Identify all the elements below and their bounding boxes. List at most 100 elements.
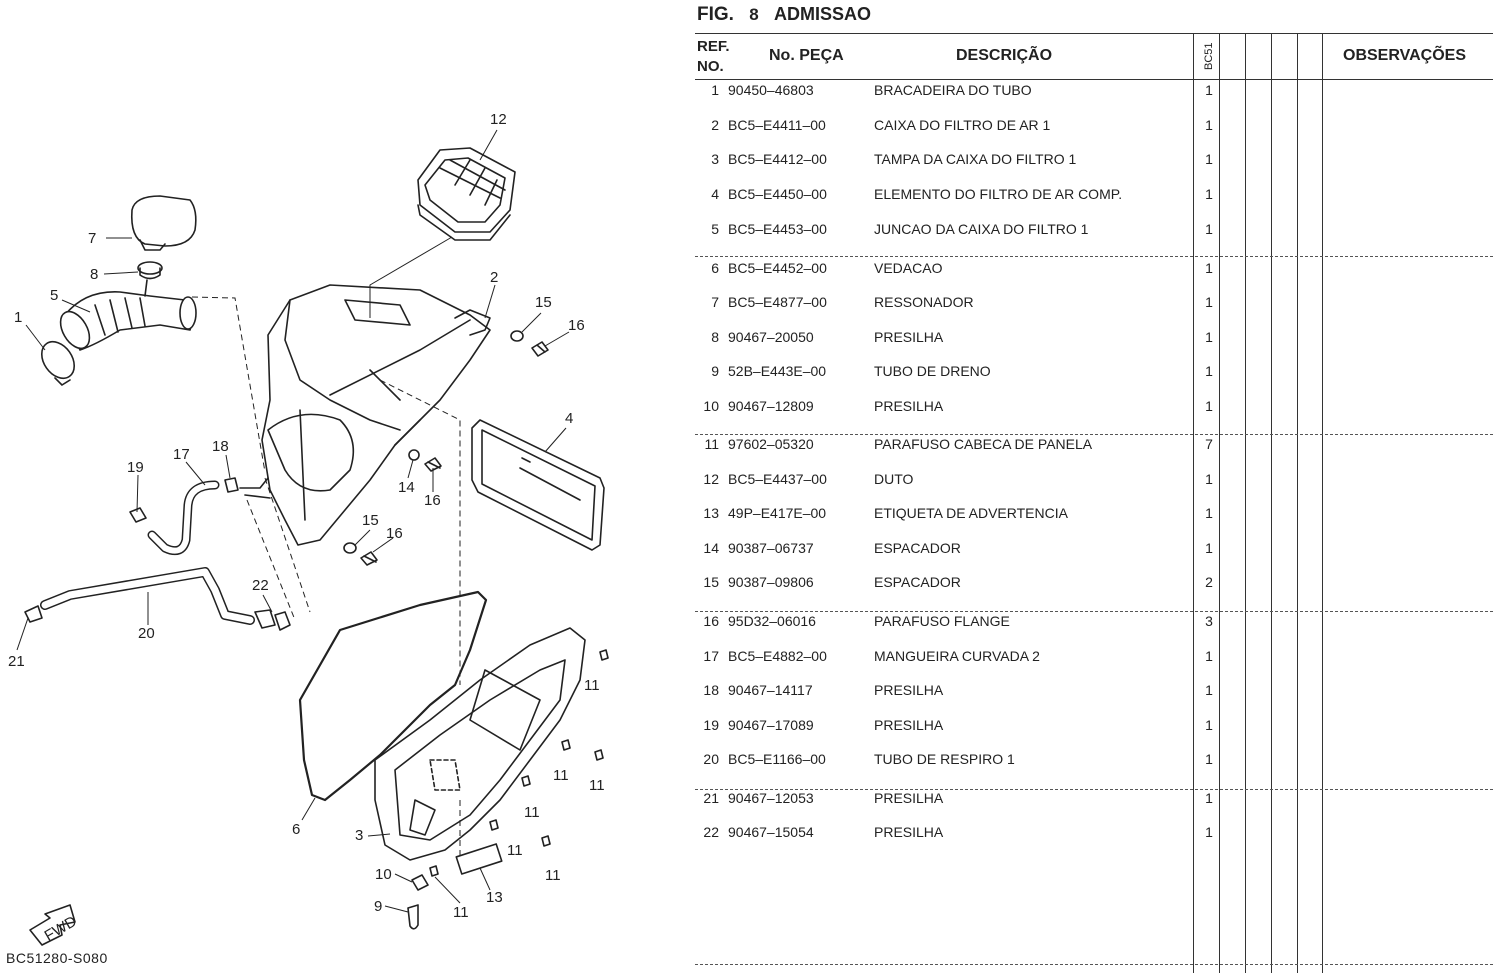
- ref-cell: 15: [703, 574, 719, 590]
- airbox-part: [261, 284, 491, 546]
- table-header-rule: [695, 79, 1493, 80]
- figure-number: 8: [749, 5, 759, 24]
- filter-element-part: [471, 419, 605, 551]
- quantity-cell: 1: [1205, 471, 1213, 487]
- part-number-cell: 90387–09806: [728, 574, 814, 590]
- callout-8: 8: [90, 266, 98, 283]
- callout-12: 12: [490, 111, 507, 128]
- filter-cover-part: [374, 627, 586, 861]
- description-cell: CAIXA DO FILTRO DE AR 1: [874, 117, 1051, 133]
- duct-part: [417, 147, 516, 241]
- description-cell: ETIQUETA DE ADVERTENCIA: [874, 505, 1068, 521]
- warning-label-part: [455, 843, 503, 875]
- callout-17: 17: [173, 446, 190, 463]
- quantity-cell: 1: [1205, 682, 1213, 698]
- column-divider: [1219, 33, 1220, 973]
- clip-8-part: [137, 261, 163, 280]
- description-cell: ESPACADOR: [874, 574, 961, 590]
- part-number-cell: 90467–12809: [728, 398, 814, 414]
- screws-11: [429, 649, 609, 877]
- header-part-no: No. PEÇA: [769, 47, 844, 64]
- part-number-cell: 90467–20050: [728, 329, 814, 345]
- part-number-cell: 95D32–06016: [728, 613, 816, 629]
- header-model-code: BC51: [1203, 42, 1215, 70]
- callout-11d: 11: [524, 804, 540, 821]
- figure-prefix: FIG.: [697, 4, 734, 25]
- callout-10: 10: [375, 866, 392, 883]
- part-number-cell: BC5–E4411–00: [728, 117, 826, 133]
- drain-tube-part: [407, 904, 419, 930]
- description-cell: TUBO DE RESPIRO 1: [874, 751, 1015, 767]
- callout-14: 14: [398, 479, 415, 496]
- column-divider: [1193, 33, 1194, 973]
- callout-15b: 15: [362, 512, 379, 529]
- header-description: DESCRIÇÃO: [956, 47, 1053, 64]
- exploded-parts-diagram: 1 12 7 8 5 2 15 16 4 18 17 19 14 16 15 1…: [0, 0, 690, 973]
- ref-cell: 13: [703, 505, 719, 521]
- callout-7: 7: [88, 230, 96, 247]
- quantity-cell: 1: [1205, 540, 1213, 556]
- ref-cell: 5: [711, 221, 719, 237]
- callout-11: 11: [584, 677, 600, 694]
- description-cell: TAMPA DA CAIXA DO FILTRO 1: [874, 151, 1077, 167]
- column-divider: [1322, 33, 1323, 973]
- quantity-cell: 2: [1205, 574, 1213, 590]
- callout-11g: 11: [453, 904, 469, 921]
- ref-cell: 4: [711, 186, 719, 202]
- callout-5: 5: [50, 287, 58, 304]
- ref-cell: 22: [703, 824, 719, 840]
- table-row: 18 90467–14117 PRESILHA 1: [695, 682, 1493, 702]
- description-cell: ESPACADOR: [874, 540, 961, 556]
- quantity-cell: 7: [1205, 436, 1213, 452]
- part-number-cell: 90467–17089: [728, 717, 814, 733]
- group-separator: [695, 256, 1493, 257]
- figure-title: FIG. 8 ADMISSAO: [697, 4, 881, 26]
- callout-21: 21: [8, 653, 25, 670]
- ref-cell: 1: [711, 82, 719, 98]
- ref-cell: 6: [711, 260, 719, 276]
- part-number-cell: BC5–E4437–00: [728, 471, 827, 487]
- column-divider: [1297, 33, 1298, 973]
- part-number-cell: 90450–46803: [728, 82, 814, 98]
- callout-2: 2: [490, 269, 498, 286]
- quantity-cell: 1: [1205, 294, 1213, 310]
- callout-19: 19: [127, 459, 144, 476]
- part-number-cell: 90467–14117: [728, 682, 813, 698]
- quantity-cell: 1: [1205, 824, 1213, 840]
- description-cell: PRESILHA: [874, 682, 944, 698]
- callout-16c: 16: [386, 525, 403, 542]
- ref-cell: 14: [703, 540, 719, 556]
- callout-9: 9: [374, 898, 382, 915]
- ref-cell: 21: [703, 790, 719, 806]
- header-ref-line1: REF.: [697, 38, 730, 55]
- group-separator: [695, 964, 1493, 965]
- ref-cell: 18: [703, 682, 719, 698]
- callout-16: 16: [568, 317, 585, 334]
- ref-cell: 17: [703, 648, 719, 664]
- part-number-cell: BC5–E4882–00: [728, 648, 827, 664]
- callout-15: 15: [535, 294, 552, 311]
- ref-cell: 20: [703, 751, 719, 767]
- parts-table: REF. NO. No. PEÇA DESCRIÇÃO BC51 OBSERVA…: [695, 33, 1493, 973]
- description-cell: PRESILHA: [874, 824, 944, 840]
- callout-11e: 11: [507, 842, 523, 859]
- part-number-cell: BC5–E4453–00: [728, 221, 827, 237]
- diagram-drawing: 1 12 7 8 5 2 15 16 4 18 17 19 14 16 15 1…: [8, 111, 609, 946]
- description-cell: MANGUEIRA CURVADA 2: [874, 648, 1040, 664]
- figure-name: ADMISSAO: [773, 4, 871, 24]
- ref-cell: 7: [711, 294, 719, 310]
- callout-22: 22: [252, 577, 269, 594]
- quantity-cell: 1: [1205, 117, 1213, 133]
